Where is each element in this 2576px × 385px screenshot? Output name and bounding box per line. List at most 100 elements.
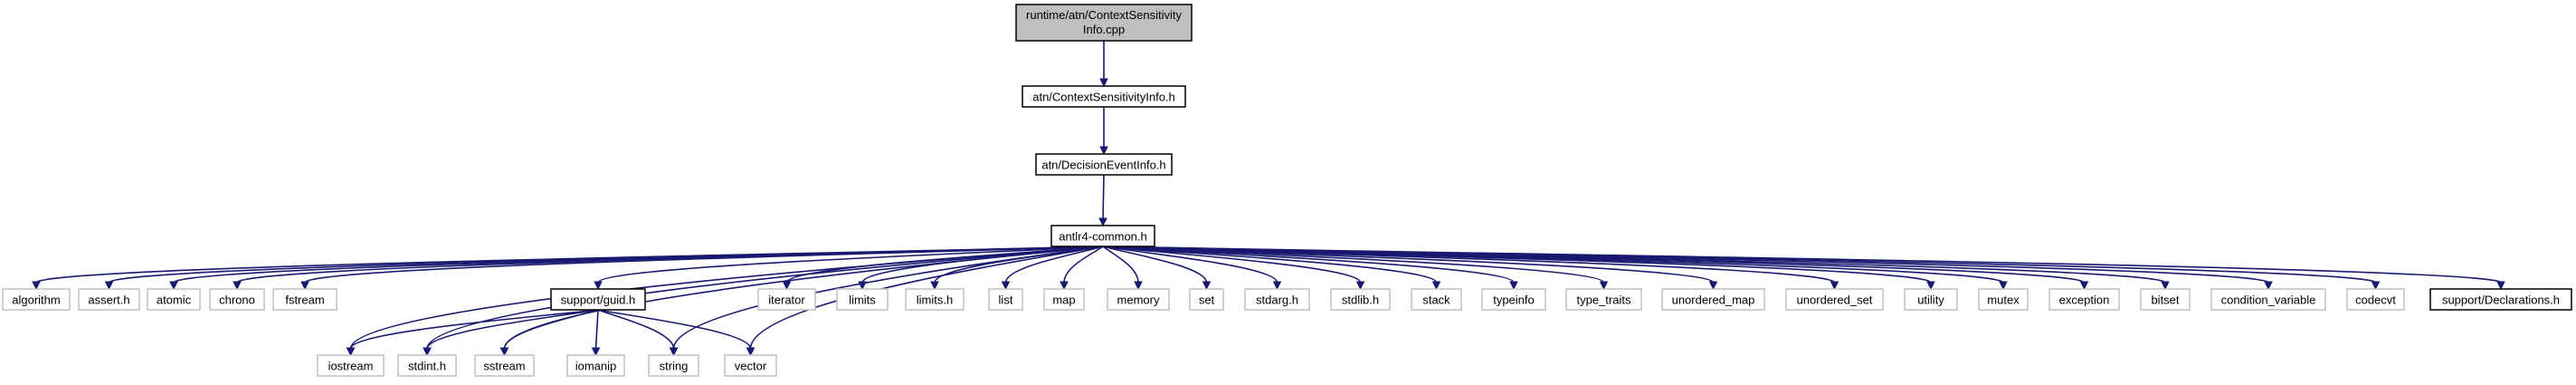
node-type-traits: type_traits — [1565, 288, 1642, 311]
node-label-stdlib-h: stdlib.h — [1342, 294, 1379, 307]
node-label-limits: limits — [849, 294, 876, 307]
arrowhead-iterator — [782, 281, 792, 291]
node-string: string — [648, 354, 699, 377]
edge-common-h-to-stdarg-h — [1102, 245, 1278, 284]
arrowhead-type-traits — [1599, 281, 1609, 291]
node-box-stack — [1411, 288, 1462, 311]
node-box-list — [988, 288, 1023, 311]
node-label-unordered-map: unordered_map — [1672, 294, 1755, 307]
node-label-string: string — [660, 360, 689, 373]
node-unordered-map: unordered_map — [1661, 288, 1765, 311]
node-label-sstream: sstream — [483, 360, 525, 373]
node-label-atomic: atomic — [157, 294, 192, 307]
node-box-assert-h — [78, 288, 140, 311]
node-csi-h[interactable]: atn/ContextSensitivityInfo.h — [1022, 85, 1186, 108]
node-label-csi-h: atn/ContextSensitivityInfo.h — [1032, 91, 1175, 104]
node-decl-h[interactable]: support/Declarations.h — [2429, 288, 2572, 311]
node-memory: memory — [1107, 288, 1170, 311]
edge-common-h-to-map — [1063, 245, 1104, 284]
node-label-stdint-h: stdint.h — [408, 360, 446, 373]
arrowhead-utility — [1926, 281, 1935, 291]
node-box-bitset — [2140, 288, 2191, 311]
node-iostream: iostream — [317, 354, 385, 377]
node-label-stdarg-h: stdarg.h — [1256, 294, 1298, 307]
node-box-type-traits — [1565, 288, 1642, 311]
node-set: set — [1189, 288, 1224, 311]
node-codecvt: codecvt — [2346, 288, 2405, 311]
node-box-guid-h — [550, 288, 646, 311]
node-box-limits — [836, 288, 889, 311]
arrowhead-assert-h — [104, 281, 114, 291]
node-label-chrono: chrono — [219, 294, 255, 307]
node-label-codecvt: codecvt — [2355, 294, 2396, 307]
edge-guid-h-to-stdint-h — [426, 309, 599, 350]
node-label-map: map — [1052, 294, 1075, 307]
arrowhead-atomic — [169, 281, 178, 291]
node-box-memory — [1107, 288, 1170, 311]
node-bitset: bitset — [2140, 288, 2191, 311]
arrowhead-stack — [1431, 281, 1441, 291]
node-box-string — [648, 354, 699, 377]
arrowhead-mutex — [1999, 281, 2008, 291]
node-box-iterator — [757, 288, 816, 311]
node-label-limits-h: limits.h — [917, 294, 953, 307]
node-box-vector — [724, 354, 777, 377]
node-label-guid-h: support/guid.h — [561, 294, 635, 307]
arrowhead-unordered-map — [1708, 281, 1718, 291]
arrowhead-dei-h — [1099, 146, 1108, 156]
arrowhead-map — [1060, 281, 1069, 291]
node-box-iomanip — [566, 354, 625, 377]
edge-common-h-to-decl-h — [1102, 245, 2502, 284]
arrowhead-algorithm — [32, 281, 41, 291]
node-label-list: list — [999, 294, 1013, 307]
node-iomanip: iomanip — [566, 354, 625, 377]
node-dei-h[interactable]: atn/DecisionEventInfo.h — [1035, 153, 1173, 176]
graph-nodes: runtime/atn/ContextSensitivityInfo.cpp at… — [2, 4, 2572, 377]
edge-common-h-to-limits-h — [934, 245, 1104, 284]
edge-common-h-to-iterator — [785, 245, 1104, 284]
node-label-decl-h: support/Declarations.h — [2442, 294, 2560, 307]
node-assert-h: assert.h — [78, 288, 140, 311]
node-box-iostream — [317, 354, 385, 377]
node-list: list — [988, 288, 1023, 311]
arrowhead-memory — [1134, 281, 1143, 291]
node-guid-h[interactable]: support/guid.h — [550, 288, 646, 311]
arrowhead-iostream — [346, 347, 356, 357]
node-box-unordered-set — [1785, 288, 1884, 311]
node-box-dei-h — [1035, 153, 1173, 176]
node-unordered-set: unordered_set — [1785, 288, 1884, 311]
arrowhead-vector — [746, 347, 756, 357]
arrowhead-condition-variable — [2264, 281, 2273, 291]
arrowhead-guid-h — [594, 281, 603, 291]
arrowhead-codecvt — [2371, 281, 2381, 291]
graph-edges — [32, 41, 2505, 357]
arrowhead-typeinfo — [1509, 281, 1518, 291]
node-root[interactable]: runtime/atn/ContextSensitivityInfo.cpp — [1015, 4, 1193, 42]
node-label-assert-h: assert.h — [88, 294, 129, 307]
edge-guid-h-to-string — [597, 309, 675, 350]
node-map: map — [1043, 288, 1085, 311]
node-common-h[interactable]: antlr4-common.h — [1050, 225, 1155, 247]
node-iterator: iterator — [757, 288, 816, 311]
node-exception: exception — [2048, 288, 2120, 311]
node-label-mutex: mutex — [1987, 294, 2020, 307]
node-box-map — [1043, 288, 1085, 311]
node-label-algorithm: algorithm — [12, 294, 60, 307]
node-vector: vector — [724, 354, 777, 377]
node-stdarg-h: stdarg.h — [1244, 288, 1310, 311]
node-label-unordered-set: unordered_set — [1797, 294, 1873, 307]
node-label-dei-h: atn/DecisionEventInfo.h — [1041, 159, 1165, 172]
edge-common-h-to-list — [1004, 245, 1104, 284]
arrowhead-string — [669, 347, 679, 357]
node-box-common-h — [1050, 225, 1155, 247]
node-box-condition-variable — [2210, 288, 2326, 311]
node-label-exception: exception — [2059, 294, 2110, 307]
arrowhead-chrono — [233, 281, 242, 291]
node-box-sstream — [474, 354, 535, 377]
node-box-exception — [2048, 288, 2120, 311]
arrowhead-bitset — [2161, 281, 2170, 291]
arrowhead-unordered-set — [1830, 281, 1839, 291]
edge-common-h-to-atomic — [173, 245, 1104, 284]
root-label-line1: runtime/atn/ContextSensitivity — [1026, 8, 1182, 22]
edge-common-h-to-vector — [749, 245, 1104, 350]
